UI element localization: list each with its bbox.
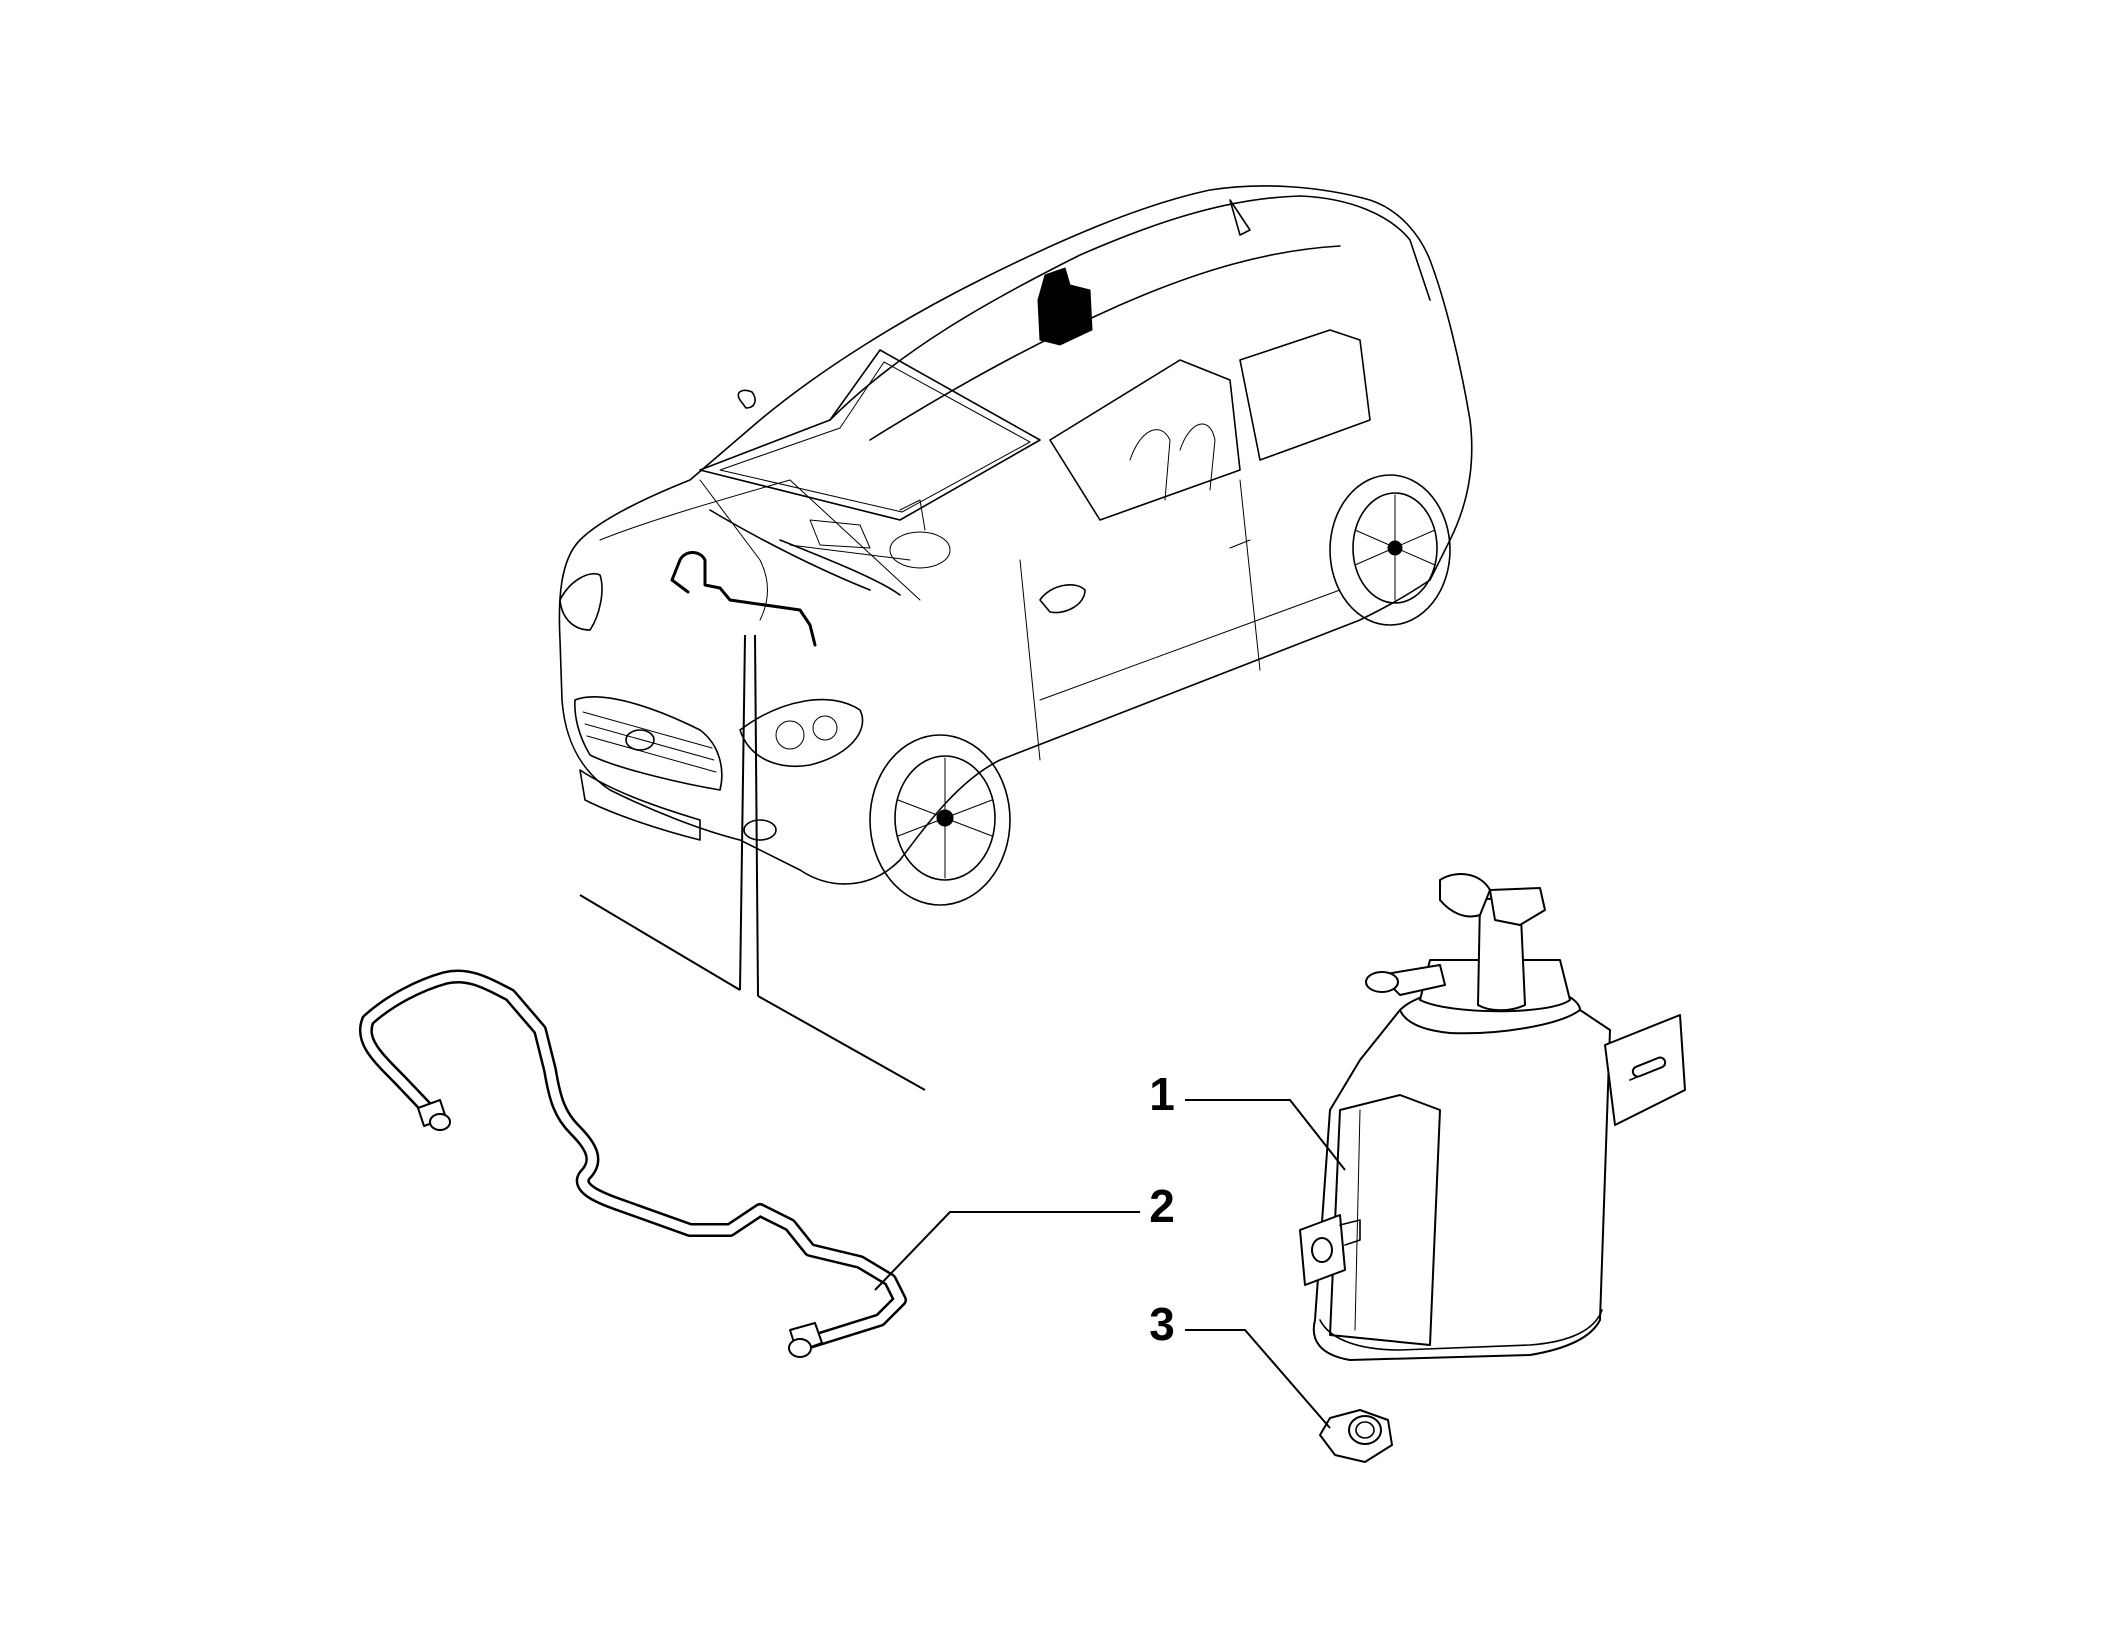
vapour-pipe-part <box>358 969 907 1358</box>
callout-3: 3 <box>1149 1298 1175 1350</box>
car-illustration <box>558 185 1473 1091</box>
charcoal-canister-part <box>1299 873 1686 1361</box>
callout-2: 2 <box>1149 1180 1175 1232</box>
nut-part <box>1319 1409 1393 1463</box>
leader-lines <box>874 1099 1346 1429</box>
callout-1: 1 <box>1149 1068 1175 1120</box>
